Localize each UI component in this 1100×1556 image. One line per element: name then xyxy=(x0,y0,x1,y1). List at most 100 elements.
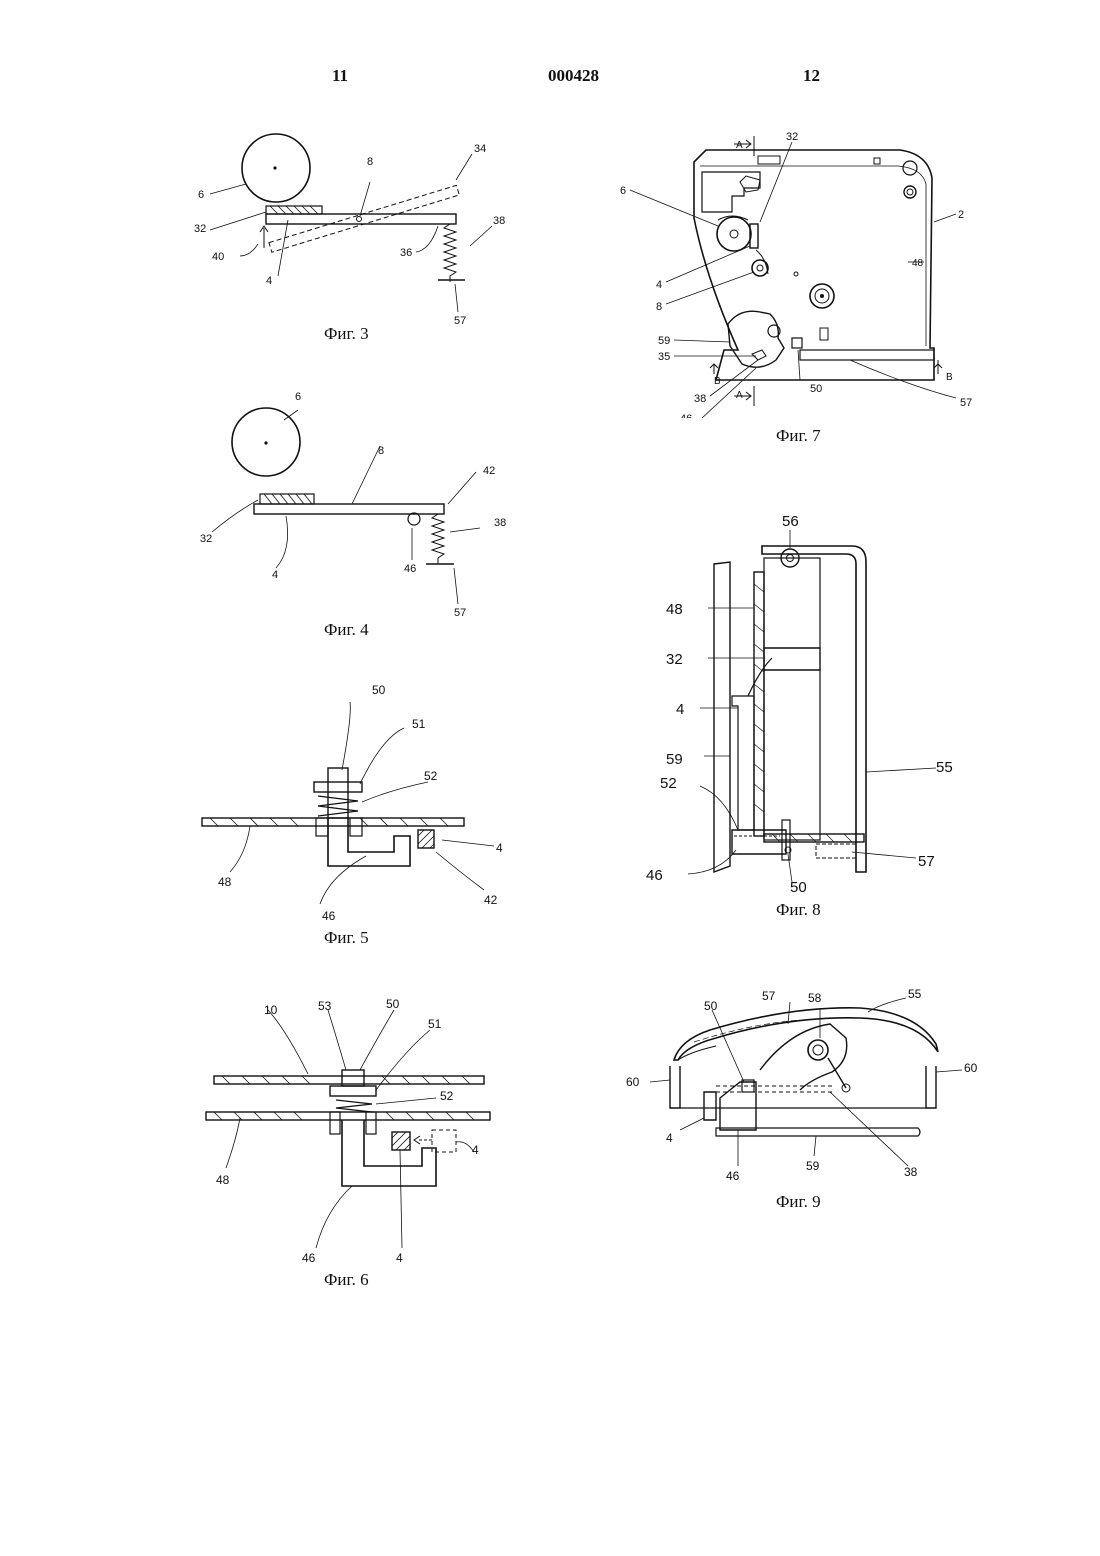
left-page-number: 11 xyxy=(332,66,348,86)
spring-38 xyxy=(432,514,444,564)
label-36: 36 xyxy=(400,247,412,259)
label-60-right: 60 xyxy=(964,1061,978,1075)
figure-4-caption: Фиг. 4 xyxy=(324,620,369,640)
label-55: 55 xyxy=(908,987,922,1001)
lever-4 xyxy=(732,696,754,830)
label-50: 50 xyxy=(810,383,822,395)
figure-5-caption: Фиг. 5 xyxy=(324,928,369,948)
label-4: 4 xyxy=(272,569,278,581)
label-46: 46 xyxy=(680,413,692,418)
label-46: 46 xyxy=(646,867,663,884)
label-57: 57 xyxy=(762,989,776,1003)
label-38: 38 xyxy=(494,517,506,529)
roller-6 xyxy=(717,217,751,251)
label-32: 32 xyxy=(194,223,206,235)
label-59: 59 xyxy=(666,751,683,768)
label-53: 53 xyxy=(318,999,332,1013)
stem-50 xyxy=(328,768,348,818)
label-8: 8 xyxy=(367,156,373,168)
label-32: 32 xyxy=(786,131,798,143)
label-58: 58 xyxy=(808,991,822,1005)
member-4 xyxy=(418,830,434,848)
label-32: 32 xyxy=(200,533,212,545)
label-10: 10 xyxy=(264,1003,278,1017)
label-46: 46 xyxy=(302,1251,316,1265)
label-55: 55 xyxy=(936,759,953,776)
label-4: 4 xyxy=(496,841,503,855)
slider-46 xyxy=(720,1082,756,1130)
label-46: 46 xyxy=(404,563,416,575)
label-42: 42 xyxy=(483,465,495,477)
label-60-left: 60 xyxy=(626,1075,640,1089)
cover-55 xyxy=(762,546,866,872)
label-48: 48 xyxy=(216,1173,230,1187)
label-50: 50 xyxy=(386,997,400,1011)
label-57: 57 xyxy=(960,397,972,409)
figure-5-drawing: 50 51 52 48 4 46 42 xyxy=(190,676,520,926)
label-42: 42 xyxy=(484,893,498,907)
figure-6-drawing: 10 53 50 51 52 48 4 46 4 xyxy=(196,990,516,1268)
plate-57 xyxy=(800,350,934,360)
label-50: 50 xyxy=(790,879,807,896)
label-2: 2 xyxy=(958,209,964,221)
label-4: 4 xyxy=(396,1251,403,1265)
figure-8-drawing: 56 48 32 4 59 52 55 46 50 57 xyxy=(640,500,960,900)
label-4: 4 xyxy=(676,701,684,718)
label-59: 59 xyxy=(658,335,670,347)
label-51: 51 xyxy=(428,1017,442,1031)
label-38: 38 xyxy=(694,393,706,405)
label-57: 57 xyxy=(454,315,466,327)
figure-7-drawing: A 32 6 2 48 4 8 59 35 B 38 50 B 46 A 57 xyxy=(610,128,980,418)
figure-8-caption: Фиг. 8 xyxy=(776,900,821,920)
label-38: 38 xyxy=(493,215,505,227)
label-51: 51 xyxy=(412,717,426,731)
label-A-bottom: A xyxy=(736,390,743,401)
right-page-number: 12 xyxy=(803,66,820,86)
label-8: 8 xyxy=(656,301,662,313)
label-57: 57 xyxy=(454,607,466,619)
figure-4-drawing: 6 8 42 38 32 46 4 57 xyxy=(180,382,540,622)
label-52: 52 xyxy=(440,1089,454,1103)
pivot-58 xyxy=(808,1040,828,1060)
label-48: 48 xyxy=(666,601,683,618)
figure-9-caption: Фиг. 9 xyxy=(776,1192,821,1212)
arm-57 xyxy=(760,1024,847,1090)
pad-32 xyxy=(764,648,820,670)
plate-59 xyxy=(716,1128,920,1136)
collar-51 xyxy=(330,1086,376,1096)
label-35: 35 xyxy=(658,351,670,363)
wall-60-right xyxy=(926,1066,936,1108)
plate-48 xyxy=(754,572,764,836)
label-48: 48 xyxy=(218,875,232,889)
label-52: 52 xyxy=(660,775,677,792)
label-59: 59 xyxy=(806,1159,820,1173)
figure-6-caption: Фиг. 6 xyxy=(324,1270,369,1290)
label-6: 6 xyxy=(620,185,626,197)
spring-38 xyxy=(444,224,456,282)
panel-59 xyxy=(714,562,730,872)
label-38: 38 xyxy=(904,1165,918,1179)
label-52: 52 xyxy=(424,769,438,783)
document-number: 000428 xyxy=(548,66,599,86)
label-46: 46 xyxy=(322,909,336,923)
figure-3-caption: Фиг. 3 xyxy=(324,324,369,344)
label-46: 46 xyxy=(726,1169,740,1183)
label-40: 40 xyxy=(212,251,224,263)
lever-4 xyxy=(704,1092,716,1120)
label-4: 4 xyxy=(666,1131,673,1145)
label-34: 34 xyxy=(474,143,486,155)
label-4: 4 xyxy=(656,279,662,291)
label-48: 48 xyxy=(912,258,924,269)
label-50: 50 xyxy=(704,999,718,1013)
label-A-top: A xyxy=(736,140,743,151)
label-32: 32 xyxy=(666,651,683,668)
label-6: 6 xyxy=(198,189,204,201)
plate-48 xyxy=(202,818,464,826)
spring-52 xyxy=(336,1100,372,1112)
slider-46 xyxy=(342,1120,436,1186)
spring-52 xyxy=(318,796,358,816)
lever-8 xyxy=(254,504,444,514)
label-6: 6 xyxy=(295,391,301,403)
slider-46 xyxy=(328,818,410,866)
label-56: 56 xyxy=(782,513,799,530)
